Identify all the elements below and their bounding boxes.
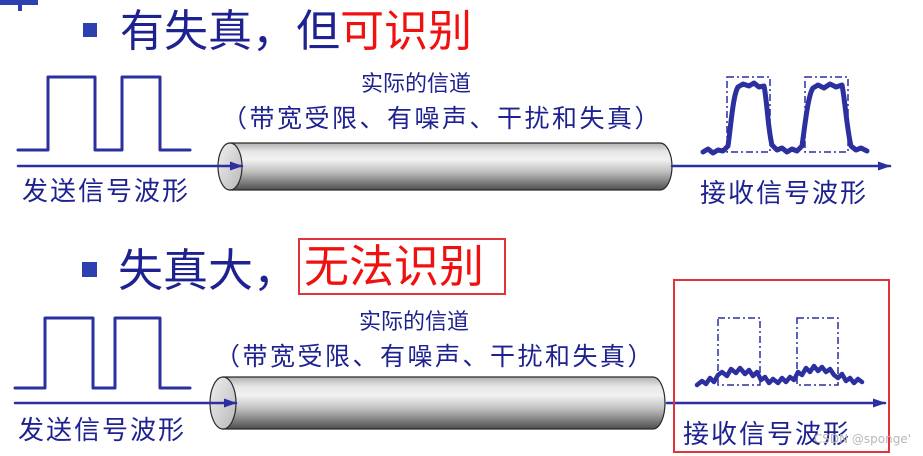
corner-mark <box>0 0 38 11</box>
section-1-channel-description: （带宽受限、有噪声、干扰和失真） <box>221 104 662 133</box>
section-1-bullet-text: 有失真，但可识别 <box>120 8 472 56</box>
corner-mark-stem <box>18 0 22 11</box>
section-2-receive-label: 接收信号波形 <box>683 420 852 450</box>
section-1-bullet-lead: 有失真，但 <box>120 6 340 57</box>
square-bullet-icon <box>83 23 97 37</box>
section-1-bullet-highlight: 可识别 <box>340 6 472 57</box>
section-1-diagram <box>16 75 892 191</box>
section-1-send-waveform <box>16 75 192 152</box>
section-2-diagram <box>13 279 890 453</box>
square-bullet-icon <box>82 262 97 277</box>
section-2-receive-highlight-frame <box>673 279 890 453</box>
section-2-channel-title: 实际的信道 <box>358 310 469 335</box>
section-1-receive-waveform <box>700 80 870 156</box>
section-2-channel-description: （带宽受限、有噪声、干扰和失真） <box>214 342 655 371</box>
section-2-bullet-text: 失真大，无法识别 <box>118 238 507 297</box>
section-2-reference-pulse-2 <box>796 317 839 386</box>
section-1-receive-label: 接收信号波形 <box>700 179 869 209</box>
section-2-reference-pulse-1 <box>717 317 761 386</box>
watermark: CSDN @sponge' <box>813 432 911 446</box>
section-1-channel-cylinder-body <box>229 142 673 191</box>
section-2-bullet-highlight: 无法识别 <box>298 238 507 295</box>
section-1-send-label: 发送信号波形 <box>22 177 191 207</box>
section-2-bullet-lead: 失真大， <box>118 244 299 297</box>
section-2-receive-waveform <box>694 363 865 388</box>
section-1-channel-title: 实际的信道 <box>360 72 471 97</box>
section-2-channel-cylinder-body <box>222 376 666 430</box>
section-2-send-label: 发送信号波形 <box>18 416 187 446</box>
section-2-send-waveform <box>13 316 192 390</box>
